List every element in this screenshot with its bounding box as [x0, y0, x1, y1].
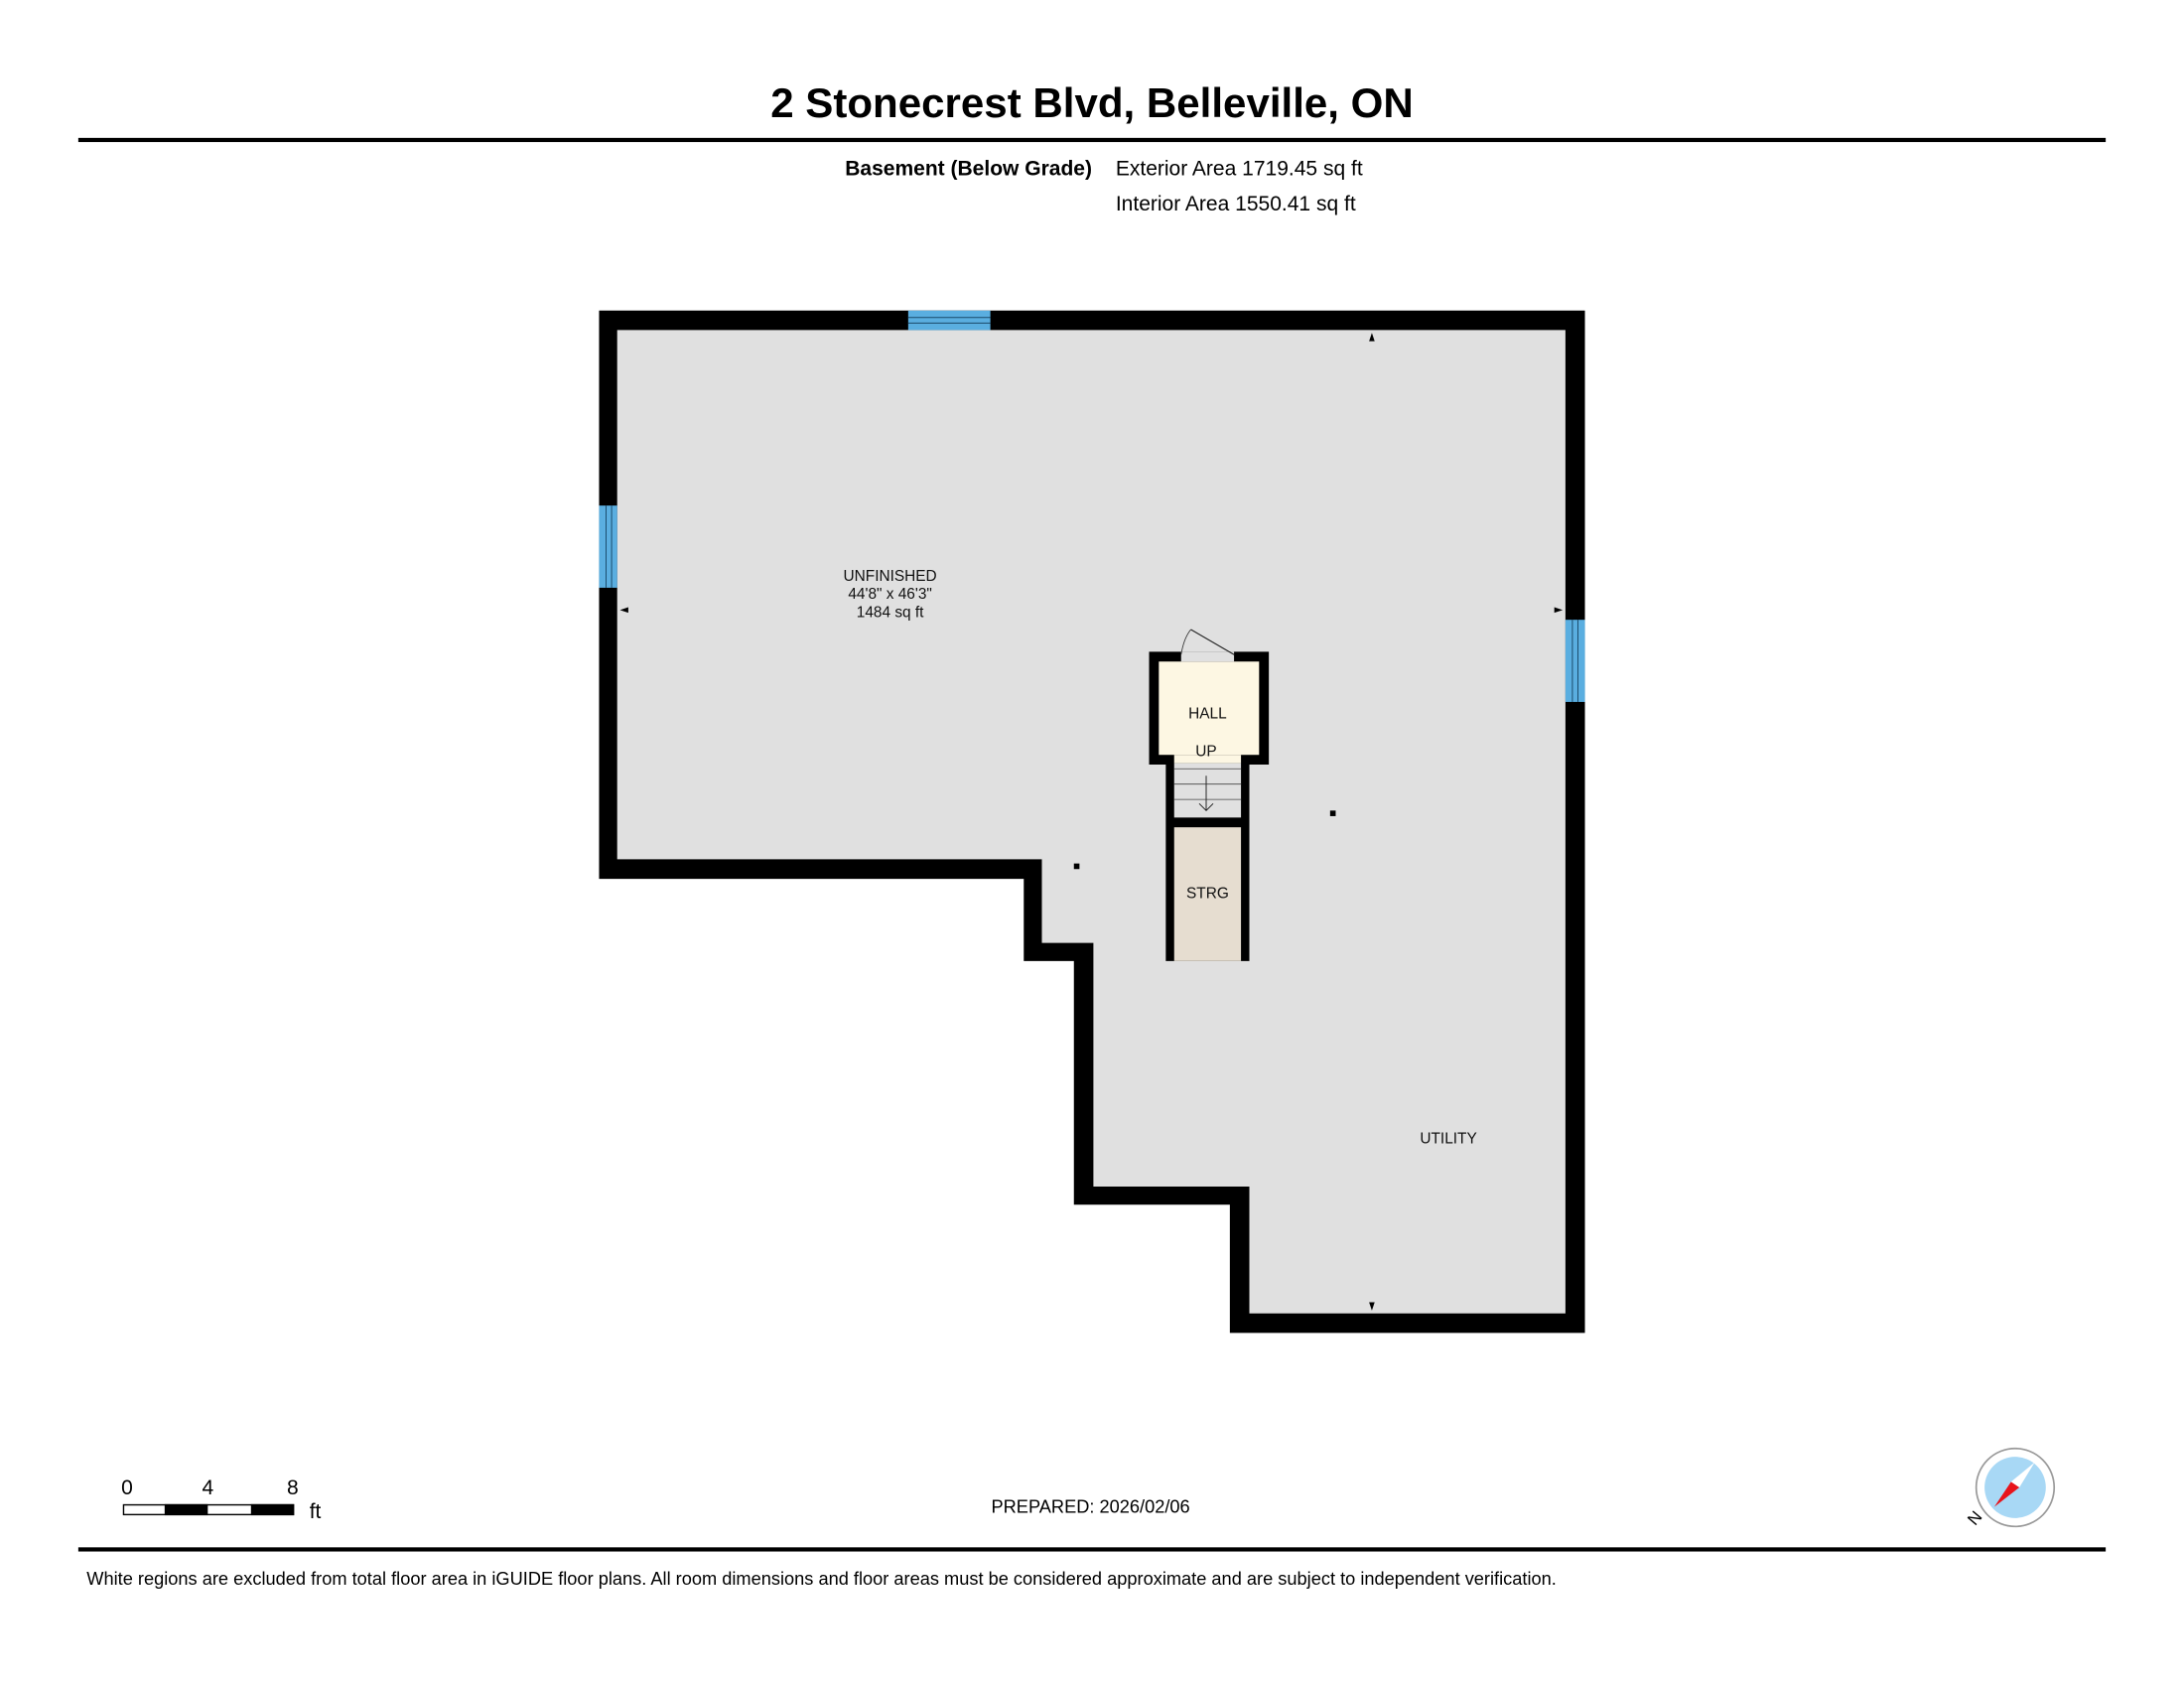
window-top [907, 310, 991, 331]
door[interactable] [1180, 629, 1235, 662]
scale-label-8: 8 [287, 1477, 299, 1499]
room-area-unfinished: 1484 sq ft [857, 604, 924, 621]
scale-label-0: 0 [121, 1477, 133, 1499]
compass-north-label: N [1964, 1507, 1985, 1529]
room-name-unfinished: UNFINISHED [844, 568, 937, 585]
scale-unit: ft [310, 1500, 322, 1523]
room-name-utility: UTILITY [1420, 1131, 1476, 1148]
footer-rule [77, 1547, 2107, 1552]
hall-floor-extension [1173, 755, 1242, 764]
scale-label-4: 4 [202, 1477, 213, 1499]
stairs [1173, 763, 1242, 818]
basement-floor [616, 330, 1566, 1314]
column-post [1073, 863, 1080, 870]
header-rule [77, 137, 2107, 143]
column-post [1329, 810, 1336, 816]
hall-floor [1159, 661, 1260, 756]
page-title: 2 Stonecrest Blvd, Belleville, ON [770, 79, 1414, 126]
room-dimensions-unfinished: 44'8" x 46'3" [848, 586, 932, 603]
room-name-hall: HALL [1188, 706, 1227, 723]
exterior-area: Exterior Area 1719.45 sq ft [1116, 158, 1363, 181]
dimension-arrow-icon [1369, 1302, 1375, 1311]
prepared-date: PREPARED: 2026/02/06 [992, 1495, 1190, 1516]
stairs-label: UP [1195, 744, 1216, 761]
floor-label: Basement (Below Grade) [845, 158, 1092, 181]
compass-icon: N [1964, 1447, 2056, 1529]
interior-area: Interior Area 1550.41 sq ft [1116, 193, 1356, 215]
storage-floor [1173, 827, 1242, 961]
scale-bar: 0 4 8 ft [121, 1477, 321, 1523]
window-right [1565, 620, 1585, 702]
dimension-arrow-icon [1369, 333, 1375, 342]
dimension-arrow-icon [619, 607, 628, 614]
disclaimer: White regions are excluded from total fl… [86, 1568, 1557, 1589]
window-left [599, 505, 617, 588]
dimension-arrow-icon [1554, 607, 1564, 614]
room-name-storage: STRG [1186, 886, 1229, 903]
